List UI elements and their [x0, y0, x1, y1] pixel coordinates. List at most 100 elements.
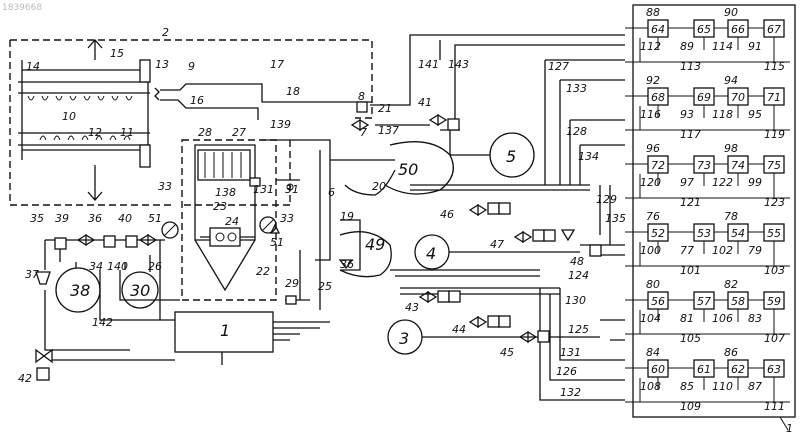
- label-22: 22: [256, 265, 270, 278]
- label-134: 134: [578, 150, 599, 163]
- control-box-label-66: 66: [731, 23, 745, 36]
- label-40: 40: [118, 212, 132, 225]
- label-37: 37: [25, 268, 39, 281]
- control-box-label-54: 54: [731, 227, 745, 240]
- valve-47: [515, 230, 555, 242]
- control-line-label-117: 117: [680, 128, 701, 141]
- label-133: 133: [566, 82, 587, 95]
- label-129: 129: [596, 193, 617, 206]
- burner-flames-upper: [28, 96, 132, 100]
- control-bottom-label-83: 83: [748, 312, 762, 325]
- control-box-label-52: 52: [651, 227, 665, 240]
- control-box-label-67: 67: [767, 23, 781, 36]
- label-139: 139: [270, 118, 291, 131]
- control-top-label-90: 90: [724, 6, 738, 19]
- label-11: 11: [120, 126, 134, 139]
- label-9: 9: [188, 60, 195, 73]
- label-35: 35: [30, 212, 44, 225]
- control-line-label-123: 123: [764, 196, 785, 209]
- label-8: 8: [358, 90, 365, 103]
- control-line-label-103: 103: [764, 264, 785, 277]
- label-1-cabinet: 1: [786, 422, 793, 435]
- control-bottom-label-85: 85: [680, 380, 694, 393]
- label-124: 124: [568, 269, 589, 282]
- label-44: 44: [452, 323, 466, 336]
- label-31: 31: [285, 183, 299, 196]
- label-141: 141: [418, 58, 439, 71]
- label-26: 26: [148, 260, 162, 273]
- label-142: 142: [92, 316, 113, 329]
- label-127: 127: [548, 60, 569, 73]
- left-piping: [45, 240, 180, 360]
- unit-5: [440, 130, 534, 177]
- label-18: 18: [286, 85, 300, 98]
- control-box-label-62: 62: [731, 363, 745, 376]
- control-bottom-label-104: 104: [640, 312, 661, 325]
- label-131-right: 131: [560, 346, 581, 359]
- control-box-label-73: 73: [697, 159, 711, 172]
- control-top-label-76: 76: [646, 210, 660, 223]
- control-box-label-69: 69: [697, 91, 711, 104]
- label-33-right: 33: [280, 212, 294, 225]
- control-line-label-113: 113: [680, 60, 701, 73]
- label-138: 138: [215, 186, 236, 199]
- control-box-label-65: 65: [697, 23, 711, 36]
- label-41: 41: [418, 96, 432, 109]
- control-top-label-80: 80: [646, 278, 660, 291]
- control-box-label-74: 74: [731, 159, 745, 172]
- control-line-label-101: 101: [680, 264, 701, 277]
- label-128: 128: [566, 125, 587, 138]
- control-bottom-label-118: 118: [712, 108, 733, 121]
- control-box-label-53: 53: [697, 227, 711, 240]
- control-bottom-label-106: 106: [712, 312, 733, 325]
- control-bottom-label-77: 77: [680, 244, 694, 257]
- valve-46: [470, 203, 510, 215]
- control-bottom-label-87: 87: [748, 380, 762, 393]
- control-bottom-label-89: 89: [680, 40, 694, 53]
- control-rows: 6465666788901128911491113115686970719294…: [625, 6, 790, 413]
- control-line-label-107: 107: [764, 332, 785, 345]
- control-bottom-label-97: 97: [680, 176, 694, 189]
- label-20: 20: [372, 180, 386, 193]
- label-15: 15: [110, 47, 124, 60]
- control-bottom-label-79: 79: [748, 244, 762, 257]
- control-box-label-68: 68: [651, 91, 665, 104]
- control-top-label-98: 98: [724, 142, 738, 155]
- label-7: 7: [360, 126, 367, 139]
- control-box-label-63: 63: [767, 363, 781, 376]
- label-28: 28: [198, 126, 212, 139]
- label-30: 30: [130, 281, 150, 300]
- label-2: 2: [162, 26, 169, 39]
- control-bottom-label-93: 93: [680, 108, 694, 121]
- label-135: 135: [605, 212, 626, 225]
- control-box-label-72: 72: [651, 159, 665, 172]
- control-bottom-label-120: 120: [640, 176, 661, 189]
- label-27: 27: [232, 126, 246, 139]
- label-33-left: 33: [158, 180, 172, 193]
- control-top-label-82: 82: [724, 278, 738, 291]
- control-line-label-119: 119: [764, 128, 785, 141]
- label-50: 50: [398, 160, 418, 179]
- label-25: 25: [318, 280, 332, 293]
- control-bottom-label-99: 99: [748, 176, 762, 189]
- label-5: 5: [506, 147, 516, 166]
- label-47: 47: [490, 238, 504, 251]
- label-43: 43: [405, 301, 419, 314]
- control-bottom-label-102: 102: [712, 244, 733, 257]
- control-line-label-111: 111: [764, 400, 785, 413]
- label-3: 3: [399, 329, 409, 348]
- burner-flames-lower: [40, 136, 130, 140]
- control-box-label-55: 55: [767, 227, 781, 240]
- label-14: 14: [26, 60, 40, 73]
- label-131: 131: [253, 183, 274, 196]
- control-box-label-64: 64: [651, 23, 665, 36]
- label-36-center: 36: [340, 258, 354, 271]
- control-bottom-label-116: 116: [640, 108, 661, 121]
- label-125: 125: [568, 323, 589, 336]
- label-34: 34: [89, 260, 103, 273]
- label-51-left: 51: [148, 212, 162, 225]
- control-top-label-92: 92: [646, 74, 660, 87]
- label-126: 126: [556, 365, 577, 378]
- label-17: 17: [270, 58, 284, 71]
